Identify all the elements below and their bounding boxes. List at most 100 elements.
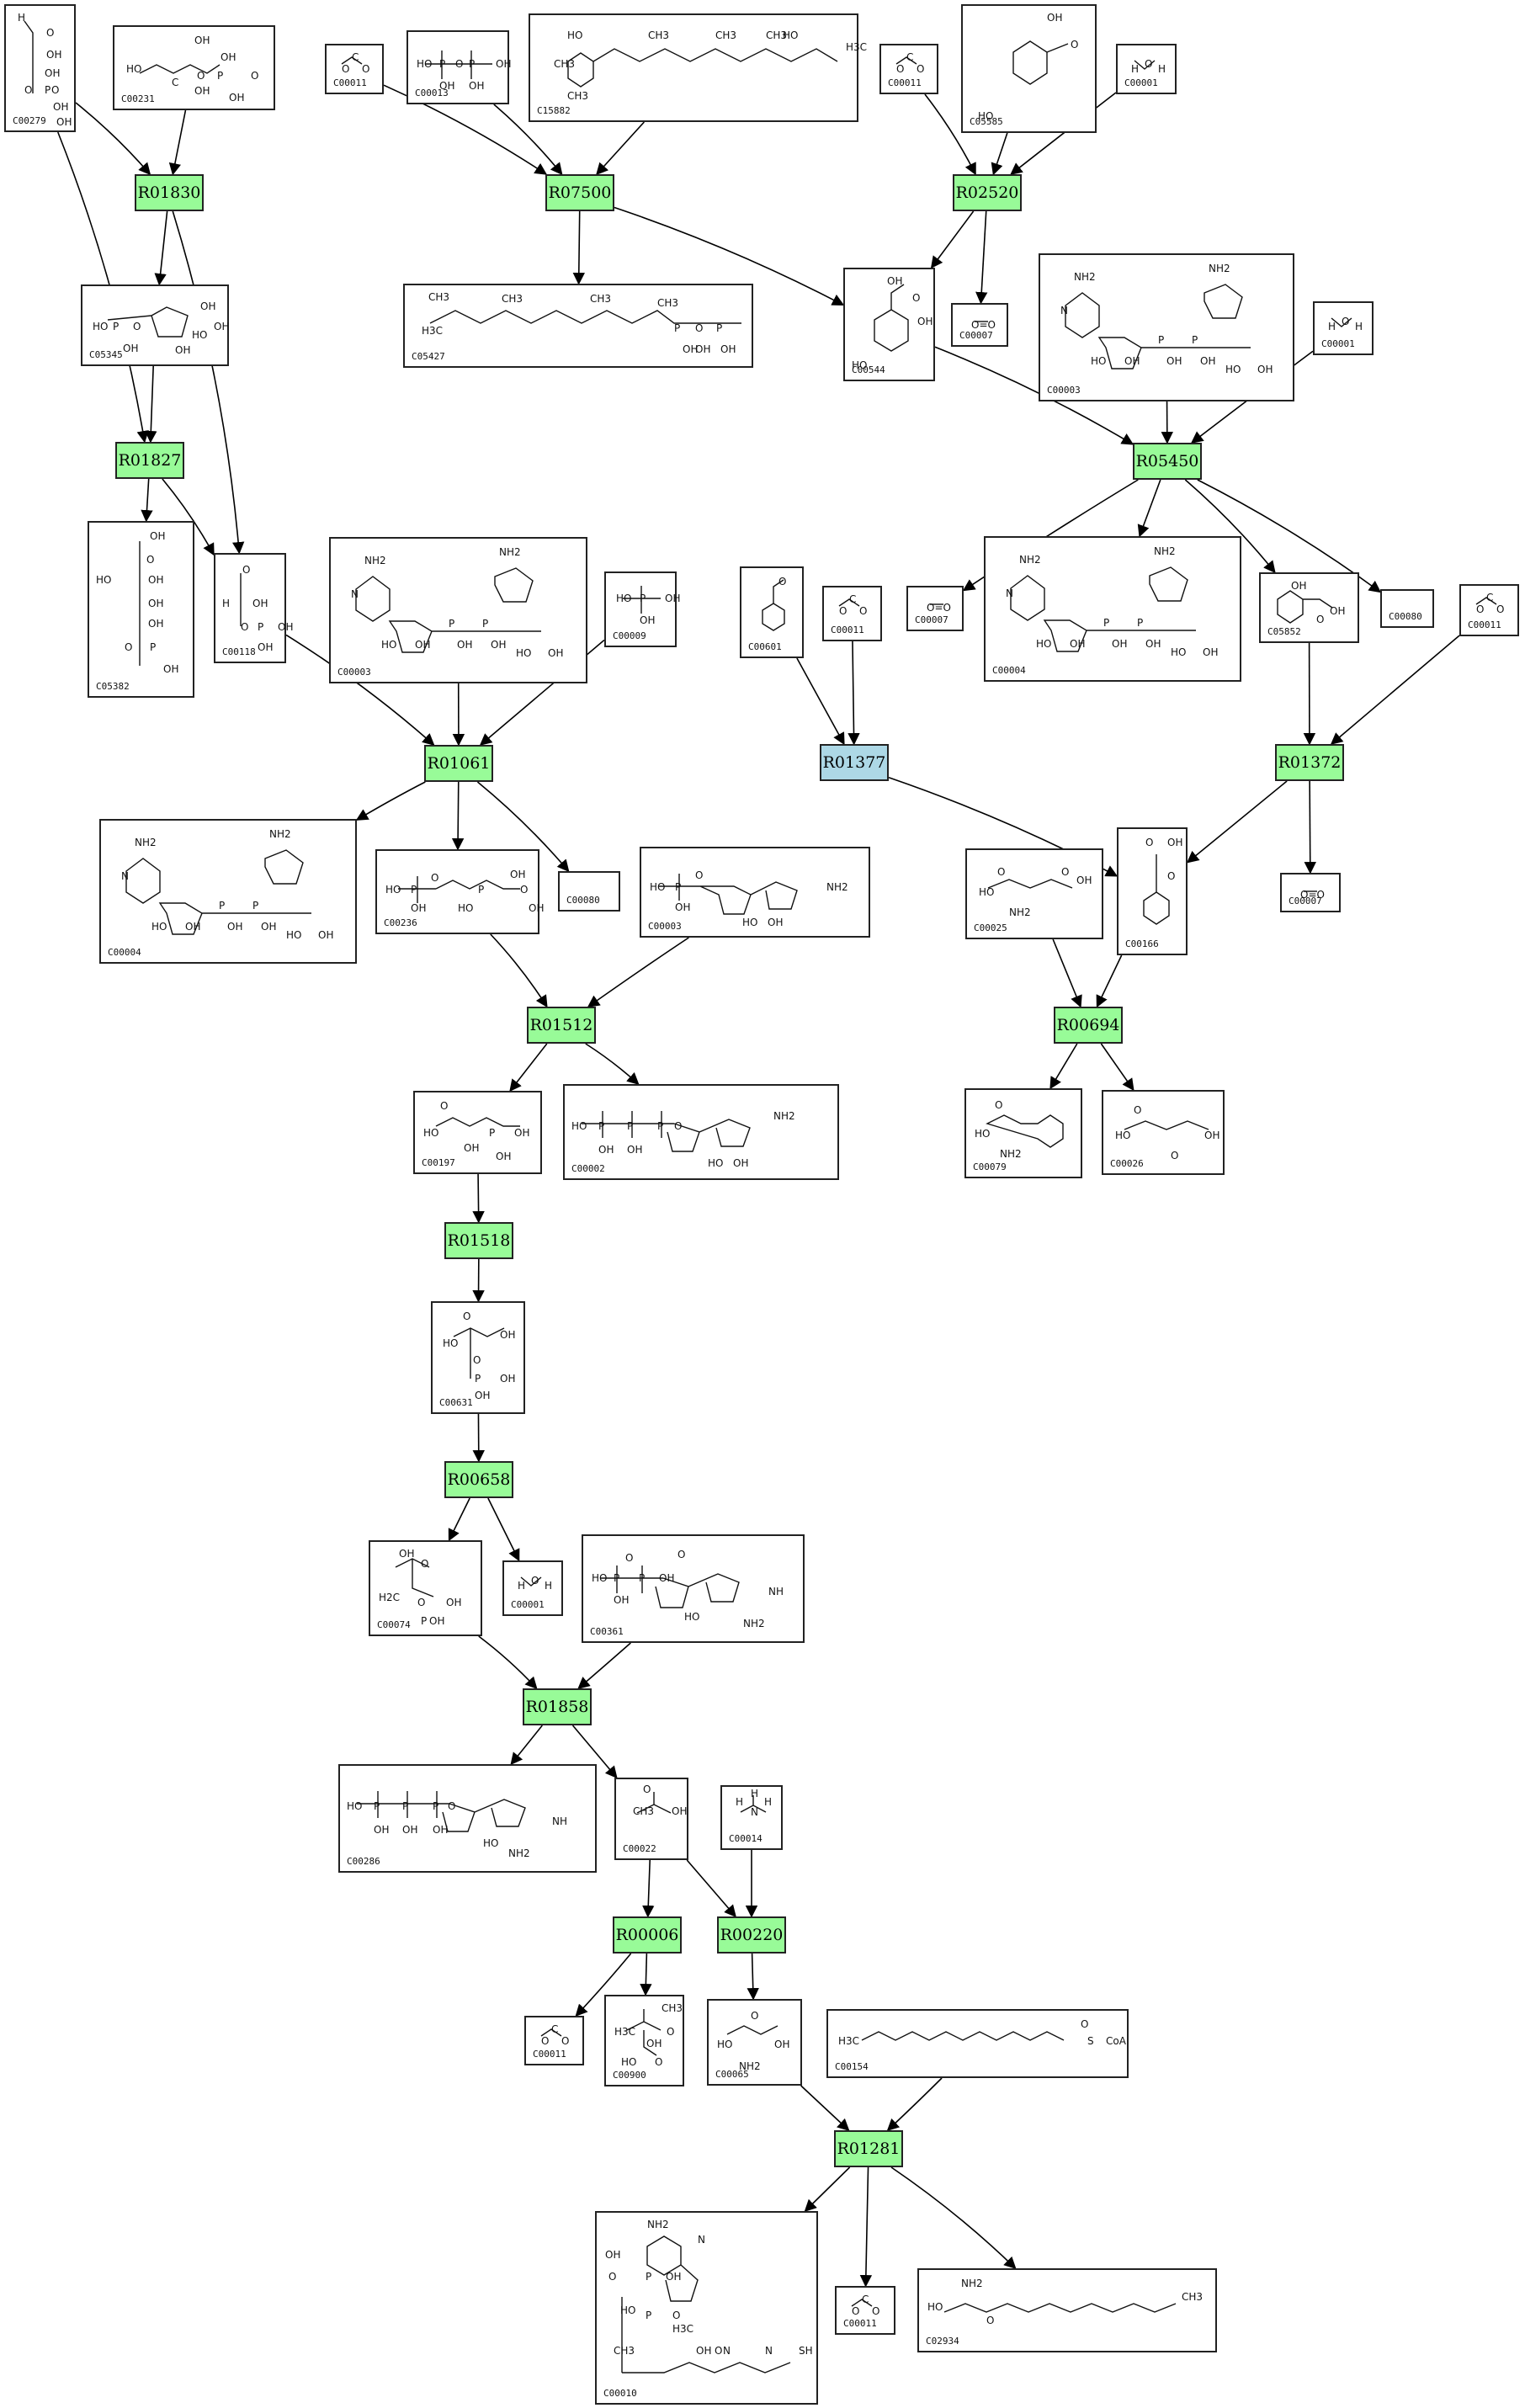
atom-label: OH — [514, 1127, 529, 1139]
reaction-r01281[interactable]: R01281 — [834, 2130, 903, 2167]
atom-label: SH — [799, 2345, 813, 2357]
reaction-r01858[interactable]: R01858 — [523, 1688, 592, 1725]
atom-label: P — [252, 900, 258, 912]
compound-id: C00544 — [852, 364, 885, 375]
reaction-r07500[interactable]: R07500 — [545, 174, 614, 211]
atom-label: O — [455, 58, 463, 70]
atom-label: OH — [433, 1824, 448, 1836]
atom-label: OH — [457, 639, 472, 651]
atom-label: HO — [620, 2304, 635, 2316]
edge-arrow — [614, 206, 845, 306]
reaction-r00006[interactable]: R00006 — [613, 1916, 682, 1954]
reaction-r01518[interactable]: R01518 — [444, 1222, 513, 1259]
reaction-r00220[interactable]: R00220 — [717, 1916, 786, 1954]
reaction-r00694[interactable]: R00694 — [1054, 1007, 1123, 1044]
compound-id: C00009 — [613, 630, 646, 641]
compound-c00007a[interactable]: O=O C00007 — [951, 303, 1008, 347]
atom-label: HO — [1115, 1130, 1130, 1141]
compound-id: C05382 — [96, 681, 130, 692]
atom-label: CoA — [1106, 2035, 1127, 2047]
atom-label: H — [518, 1580, 525, 1592]
atom-label: NH2 — [1209, 263, 1230, 274]
compound-id: C00011 — [1468, 619, 1501, 630]
reaction-r01377[interactable]: R01377 — [820, 744, 889, 781]
reaction-r01512[interactable]: R01512 — [527, 1007, 596, 1044]
atom-label: OH — [695, 343, 710, 355]
compound-id: C00236 — [384, 917, 417, 928]
reaction-r02520[interactable]: R02520 — [953, 174, 1022, 211]
reaction-r01830[interactable]: R01830 — [135, 174, 204, 211]
compound-c00080a[interactable]: C00080 — [1380, 589, 1434, 628]
reaction-r01827[interactable]: R01827 — [115, 442, 184, 479]
edge-arrow — [493, 104, 563, 176]
edge-arrow — [1052, 938, 1082, 1008]
atom-label: O — [1071, 39, 1078, 50]
reaction-r05450[interactable]: R05450 — [1133, 443, 1202, 480]
compound-c00007c[interactable]: O=O C00007 — [1280, 873, 1341, 912]
compound-c00601[interactable]: O C00601 — [740, 566, 804, 658]
atom-label: O — [751, 2010, 758, 2022]
compound-c00007b[interactable]: O=O C00007 — [906, 586, 964, 631]
atom-label: P — [421, 1615, 427, 1627]
reaction-r01372[interactable]: R01372 — [1275, 744, 1344, 781]
atom-label: H — [222, 598, 230, 609]
atom-label: OH — [229, 92, 244, 104]
atom-label: O — [146, 554, 154, 566]
reaction-r00658[interactable]: R00658 — [444, 1461, 513, 1498]
compound-id: C05427 — [412, 351, 445, 362]
edge-arrow — [800, 2085, 850, 2131]
compound-c00080b[interactable]: C00080 — [558, 871, 620, 912]
atom-label: H2C — [379, 1592, 400, 1603]
compound-id: C00007 — [1289, 896, 1322, 906]
reaction-r01061[interactable]: R01061 — [424, 745, 493, 782]
